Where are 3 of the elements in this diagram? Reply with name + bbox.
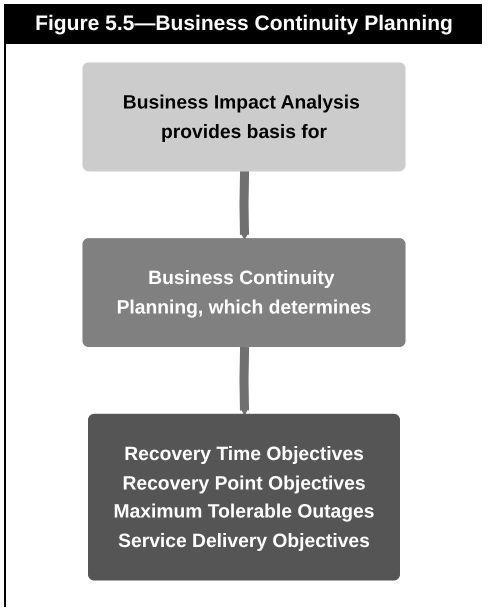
arrow [239, 346, 250, 416]
figure-title: Figure 5.5—Business Continuity Planning [6, 4, 482, 44]
arrow [239, 171, 250, 240]
